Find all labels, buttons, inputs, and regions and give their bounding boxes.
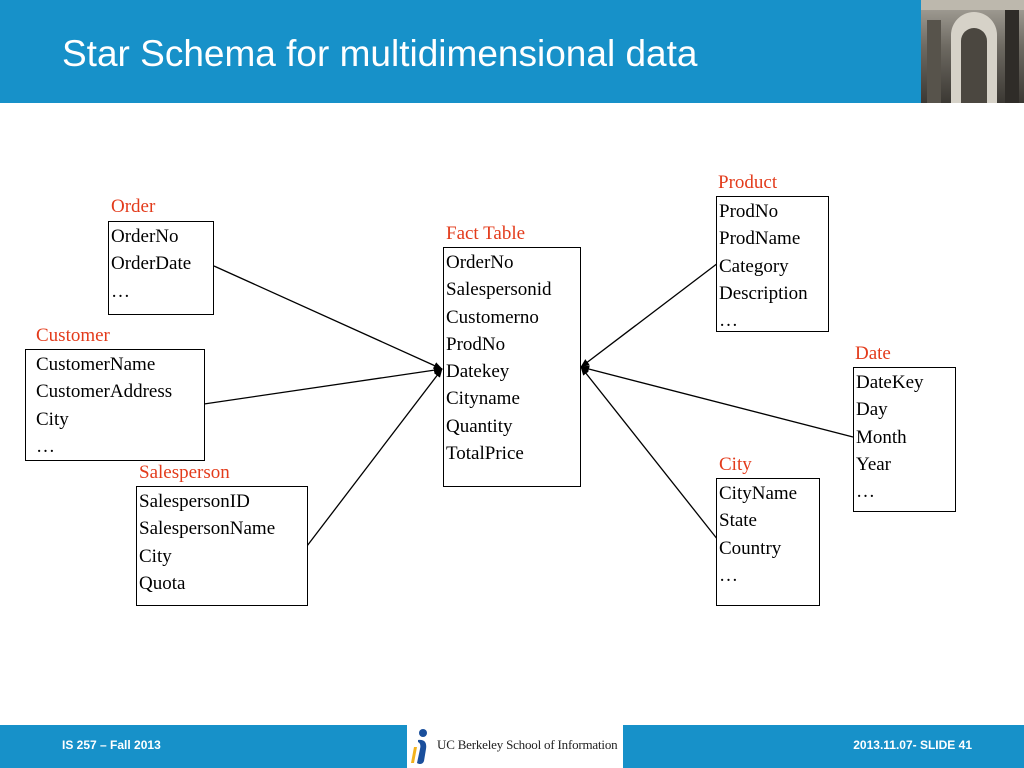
date-attr: DateKey — [856, 372, 924, 393]
fact-attr: Salespersonid — [446, 279, 552, 301]
salesperson-attr: SalespersonID — [139, 491, 250, 512]
salesperson-attr: Quota — [139, 572, 186, 594]
entity-box-product: ProdNo ProdName Category Description … — [716, 196, 829, 332]
product-attr: … — [719, 310, 738, 332]
link-customer-fact — [203, 366, 443, 405]
fact-attr: ProdNo — [446, 333, 506, 355]
fact-attr: TotalPrice — [446, 443, 524, 465]
entity-box-customer: CustomerName CustomerAddress City … — [25, 349, 205, 461]
entity-label-order: Order — [111, 196, 156, 217]
course-label: IS 257 – Fall 2013 — [62, 738, 161, 752]
entity-label-date: Date — [855, 343, 891, 364]
link-product-fact — [580, 262, 719, 368]
fact-attr: OrderNo — [446, 252, 514, 273]
slide-info: 2013.11.07- SLIDE 41 — [853, 738, 972, 752]
order-attr: … — [111, 280, 130, 302]
date-attr: … — [856, 481, 875, 503]
info-i-icon — [411, 729, 427, 765]
customer-attr: CustomerName — [36, 354, 156, 375]
customer-attr: CustomerAddress — [36, 381, 173, 403]
header-bar: Star Schema for multidimensional data — [0, 0, 1024, 103]
salesperson-attr: City — [139, 545, 172, 567]
entity-box-salesperson: SalespersonID SalespersonName City Quota — [136, 486, 308, 606]
city-attr: … — [719, 564, 738, 586]
campus-photo — [921, 0, 1024, 103]
entity-label-customer: Customer — [36, 325, 110, 346]
entity-box-city: CityName State Country … — [716, 478, 820, 606]
city-attr: Country — [719, 537, 782, 559]
footer-bar: IS 257 – Fall 2013 UC Berkeley School of… — [0, 725, 1024, 768]
product-attr: ProdName — [719, 228, 801, 250]
city-attr: State — [719, 510, 757, 532]
entity-label-fact-table: Fact Table — [446, 223, 526, 244]
entity-box-order: OrderNo OrderDate … — [108, 221, 214, 315]
product-attr: ProdNo — [719, 201, 779, 222]
link-date-fact — [580, 365, 854, 438]
slide-title: Star Schema for multidimensional data — [62, 33, 698, 74]
entity-box-fact-table: OrderNo Salespersonid Customerno ProdNo … — [443, 247, 581, 487]
link-city-fact — [580, 366, 719, 541]
date-attr: Day — [856, 399, 888, 421]
salesperson-attr: SalespersonName — [139, 518, 276, 540]
date-attr: Month — [856, 426, 907, 448]
order-attr: OrderDate — [111, 253, 192, 275]
school-logo: UC Berkeley School of Information — [407, 725, 623, 768]
customer-attr: City — [36, 408, 69, 430]
link-order-fact — [213, 265, 443, 370]
product-attr: Category — [719, 255, 789, 277]
entity-box-date: DateKey Day Month Year … — [853, 367, 956, 512]
product-attr: Description — [719, 282, 808, 304]
fact-attr: Customerno — [446, 306, 539, 328]
entity-label-salesperson: Salesperson — [139, 462, 230, 483]
customer-attr: … — [36, 435, 55, 457]
fact-attr: Quantity — [446, 415, 513, 437]
link-salesperson-fact — [306, 368, 443, 547]
order-attr: OrderNo — [111, 226, 179, 247]
fact-attr: Datekey — [446, 361, 510, 383]
fact-attr: Cityname — [446, 388, 520, 410]
entity-label-city: City — [719, 454, 752, 475]
city-attr: CityName — [719, 483, 798, 504]
logo-text: UC Berkeley School of Information — [437, 737, 618, 752]
entity-label-product: Product — [718, 172, 778, 193]
date-attr: Year — [856, 453, 892, 475]
